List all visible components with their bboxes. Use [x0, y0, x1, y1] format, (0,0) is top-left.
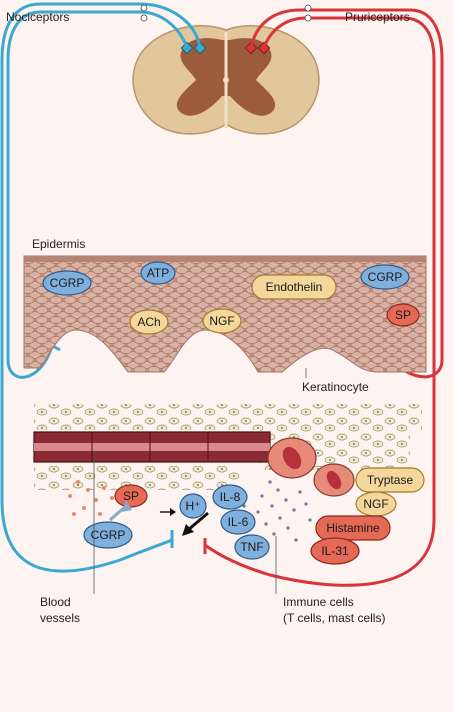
central-canal — [223, 77, 229, 83]
svg-text:H⁺: H⁺ — [186, 499, 201, 513]
svg-text:SP: SP — [123, 489, 139, 503]
dermis-mediator-cgrp: CGRP — [83, 521, 133, 549]
epidermis-mediator-atp: ATP — [140, 261, 176, 285]
svg-text:IL-31: IL-31 — [321, 544, 349, 558]
svg-text:IL-8: IL-8 — [220, 490, 241, 504]
mast-cells — [267, 437, 355, 497]
arrow-cgrp-to-vessel — [109, 500, 132, 522]
svg-text:CGRP: CGRP — [91, 528, 126, 542]
fiber-node-markers — [140, 4, 312, 22]
blood-vessel — [33, 431, 271, 463]
dermis-mediator-ngf: NGF — [355, 491, 397, 517]
dermis-mediator-il31: IL-31 — [310, 537, 360, 565]
svg-text:ACh: ACh — [137, 315, 160, 329]
epidermis-label: Epidermis — [32, 237, 85, 251]
pruriceptor-terminals — [244, 41, 271, 55]
dermis-mediator-tryptase: Tryptase — [355, 467, 425, 493]
dermis-mediator-sp: SP — [114, 484, 148, 508]
nociceptors-label: Nociceptors — [6, 10, 69, 24]
arrow-mediators-to-nerve — [182, 511, 209, 536]
pruriceptors-label: Pruriceptors — [345, 10, 410, 24]
epidermis-mediator-cgrp-left: CGRP — [42, 270, 92, 296]
arrow-to-h-plus — [160, 508, 176, 516]
svg-text:SP: SP — [395, 308, 411, 322]
epidermis-mediator-endothelin: Endothelin — [251, 274, 337, 300]
blood-vessels-label-line1: Blood — [40, 595, 71, 609]
epidermis-mediator-cgrp-right: CGRP — [360, 264, 410, 290]
immune-granule-dots — [242, 480, 312, 542]
dermis-mediator-h-plus: H⁺ — [179, 493, 207, 519]
svg-text:NGF: NGF — [363, 497, 388, 511]
stratum-corneum — [24, 256, 426, 262]
blood-vessel-leakage-dots — [68, 480, 114, 516]
svg-text:CGRP: CGRP — [50, 276, 85, 290]
dermis-mediator-tnf: TNF — [234, 534, 270, 560]
svg-text:Histamine: Histamine — [326, 521, 380, 535]
dermis-mediator-il8: IL-8 — [212, 484, 248, 510]
svg-text:TNF: TNF — [240, 540, 263, 554]
epidermis-mediator-ngf: NGF — [202, 308, 242, 334]
svg-text:Endothelin: Endothelin — [266, 280, 323, 294]
epidermis-mediator-sp: SP — [386, 303, 420, 327]
svg-text:ATP: ATP — [147, 266, 169, 280]
epidermis-mediator-ach: ACh — [129, 309, 169, 335]
dermis-mediator-histamine: Histamine — [315, 515, 391, 541]
svg-text:CGRP: CGRP — [368, 270, 403, 284]
svg-text:IL-6: IL-6 — [228, 515, 249, 529]
nociceptor-fiber — [0, 2, 202, 573]
blood-vessels-label-line2: vessels — [40, 611, 80, 625]
dermis-mediator-il6: IL-6 — [220, 509, 256, 535]
spinal-cord — [132, 25, 320, 135]
svg-text:Tryptase: Tryptase — [367, 473, 414, 487]
pruriceptor-fiber — [204, 8, 444, 587]
svg-text:NGF: NGF — [209, 314, 234, 328]
immune-cells-label-line1: Immune cells — [283, 595, 354, 609]
dermis-connective-cells-top — [34, 404, 422, 430]
keratinocyte-label: Keratinocyte — [302, 380, 369, 394]
immune-cells-label-line2: (T cells, mast cells) — [283, 611, 385, 625]
